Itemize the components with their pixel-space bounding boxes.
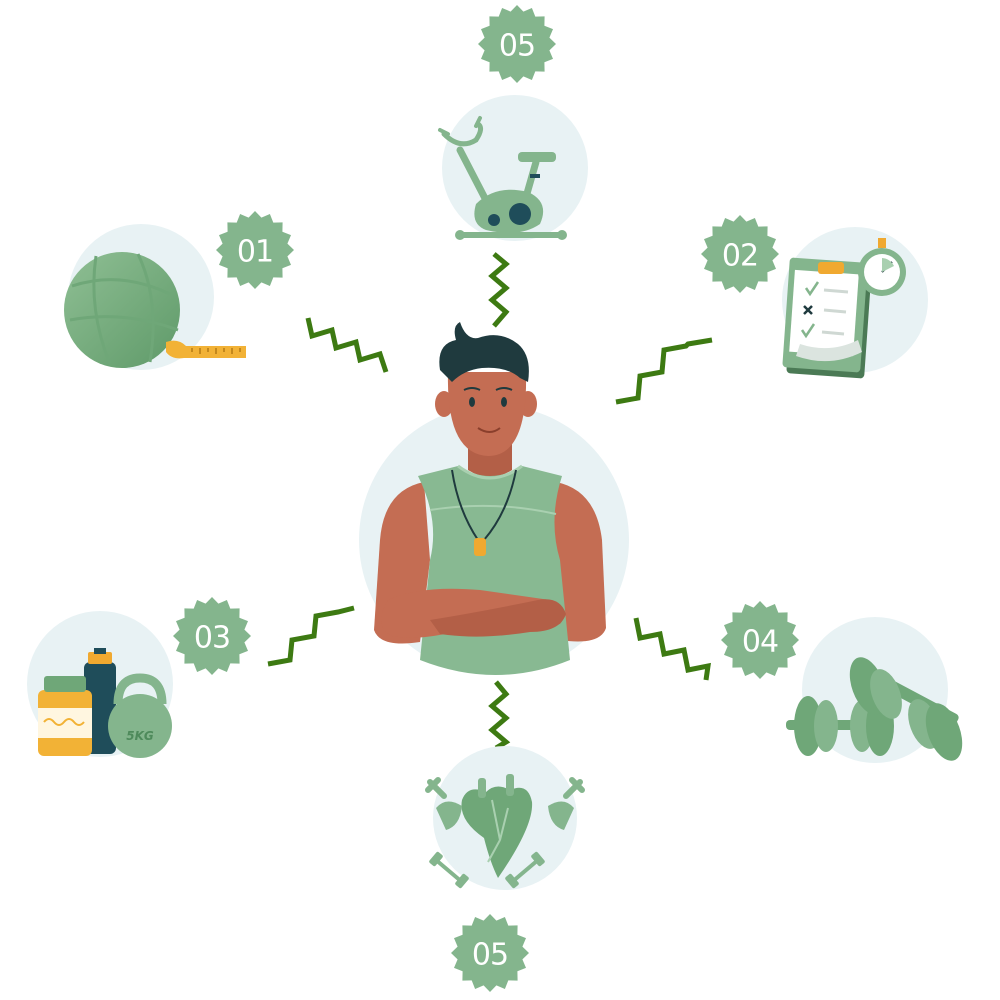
kettlebell-icon: 5KG: [108, 673, 172, 758]
exercise-bike-icon: [438, 116, 567, 240]
badge-top-label: 05: [499, 29, 535, 64]
dumbbell-small-left-icon: [429, 851, 469, 889]
flexed-arm-right-icon: [548, 777, 585, 830]
badge-mid-left-label: 03: [194, 621, 230, 656]
trainer-shirt: [418, 466, 570, 675]
badge-mid-right-label: 04: [742, 625, 778, 660]
clipboard-icon: [782, 257, 872, 379]
badge-top-left: 01: [216, 211, 294, 289]
badge-top-right-label: 02: [722, 239, 758, 274]
flexed-arm-left-icon: [425, 777, 462, 830]
zigzag-top: [488, 252, 510, 328]
zigzag-top-right: [615, 337, 713, 405]
exercise-bike-group: [438, 95, 588, 241]
workout-plan-group: [782, 227, 928, 379]
dumbbells-icon: [786, 657, 963, 761]
gym-ball-icon: [64, 252, 180, 368]
trainer-figure: [359, 322, 629, 675]
badge-top: 05: [478, 5, 556, 83]
heart-icon: [461, 774, 533, 878]
badge-mid-left: 03: [173, 597, 251, 675]
zigzag-bottom: [488, 680, 511, 751]
badge-top-left-label: 01: [237, 235, 273, 270]
heart-health-group: [425, 746, 585, 890]
zigzag-mid-right: [633, 617, 711, 681]
zigzag-mid-left: [267, 605, 355, 667]
supplement-jar-icon: [38, 676, 92, 756]
nutrition-group: 5KG: [27, 611, 173, 758]
badge-mid-right: 04: [721, 601, 799, 679]
trainer-hair: [439, 322, 529, 382]
measuring-tape-icon: [166, 340, 246, 359]
zigzag-top-left: [305, 317, 389, 373]
badge-top-right: 02: [701, 215, 779, 293]
kettlebell-label: 5KG: [126, 729, 154, 743]
dumbbells-group: [786, 617, 963, 763]
badge-bottom: 05: [451, 914, 529, 992]
badge-bottom-label: 05: [472, 938, 508, 973]
stopwatch-icon: [858, 238, 906, 296]
whistle-icon: [474, 538, 486, 556]
gym-ball-group: [64, 224, 246, 370]
dumbbell-small-right-icon: [505, 851, 545, 889]
connectors: [267, 252, 713, 751]
